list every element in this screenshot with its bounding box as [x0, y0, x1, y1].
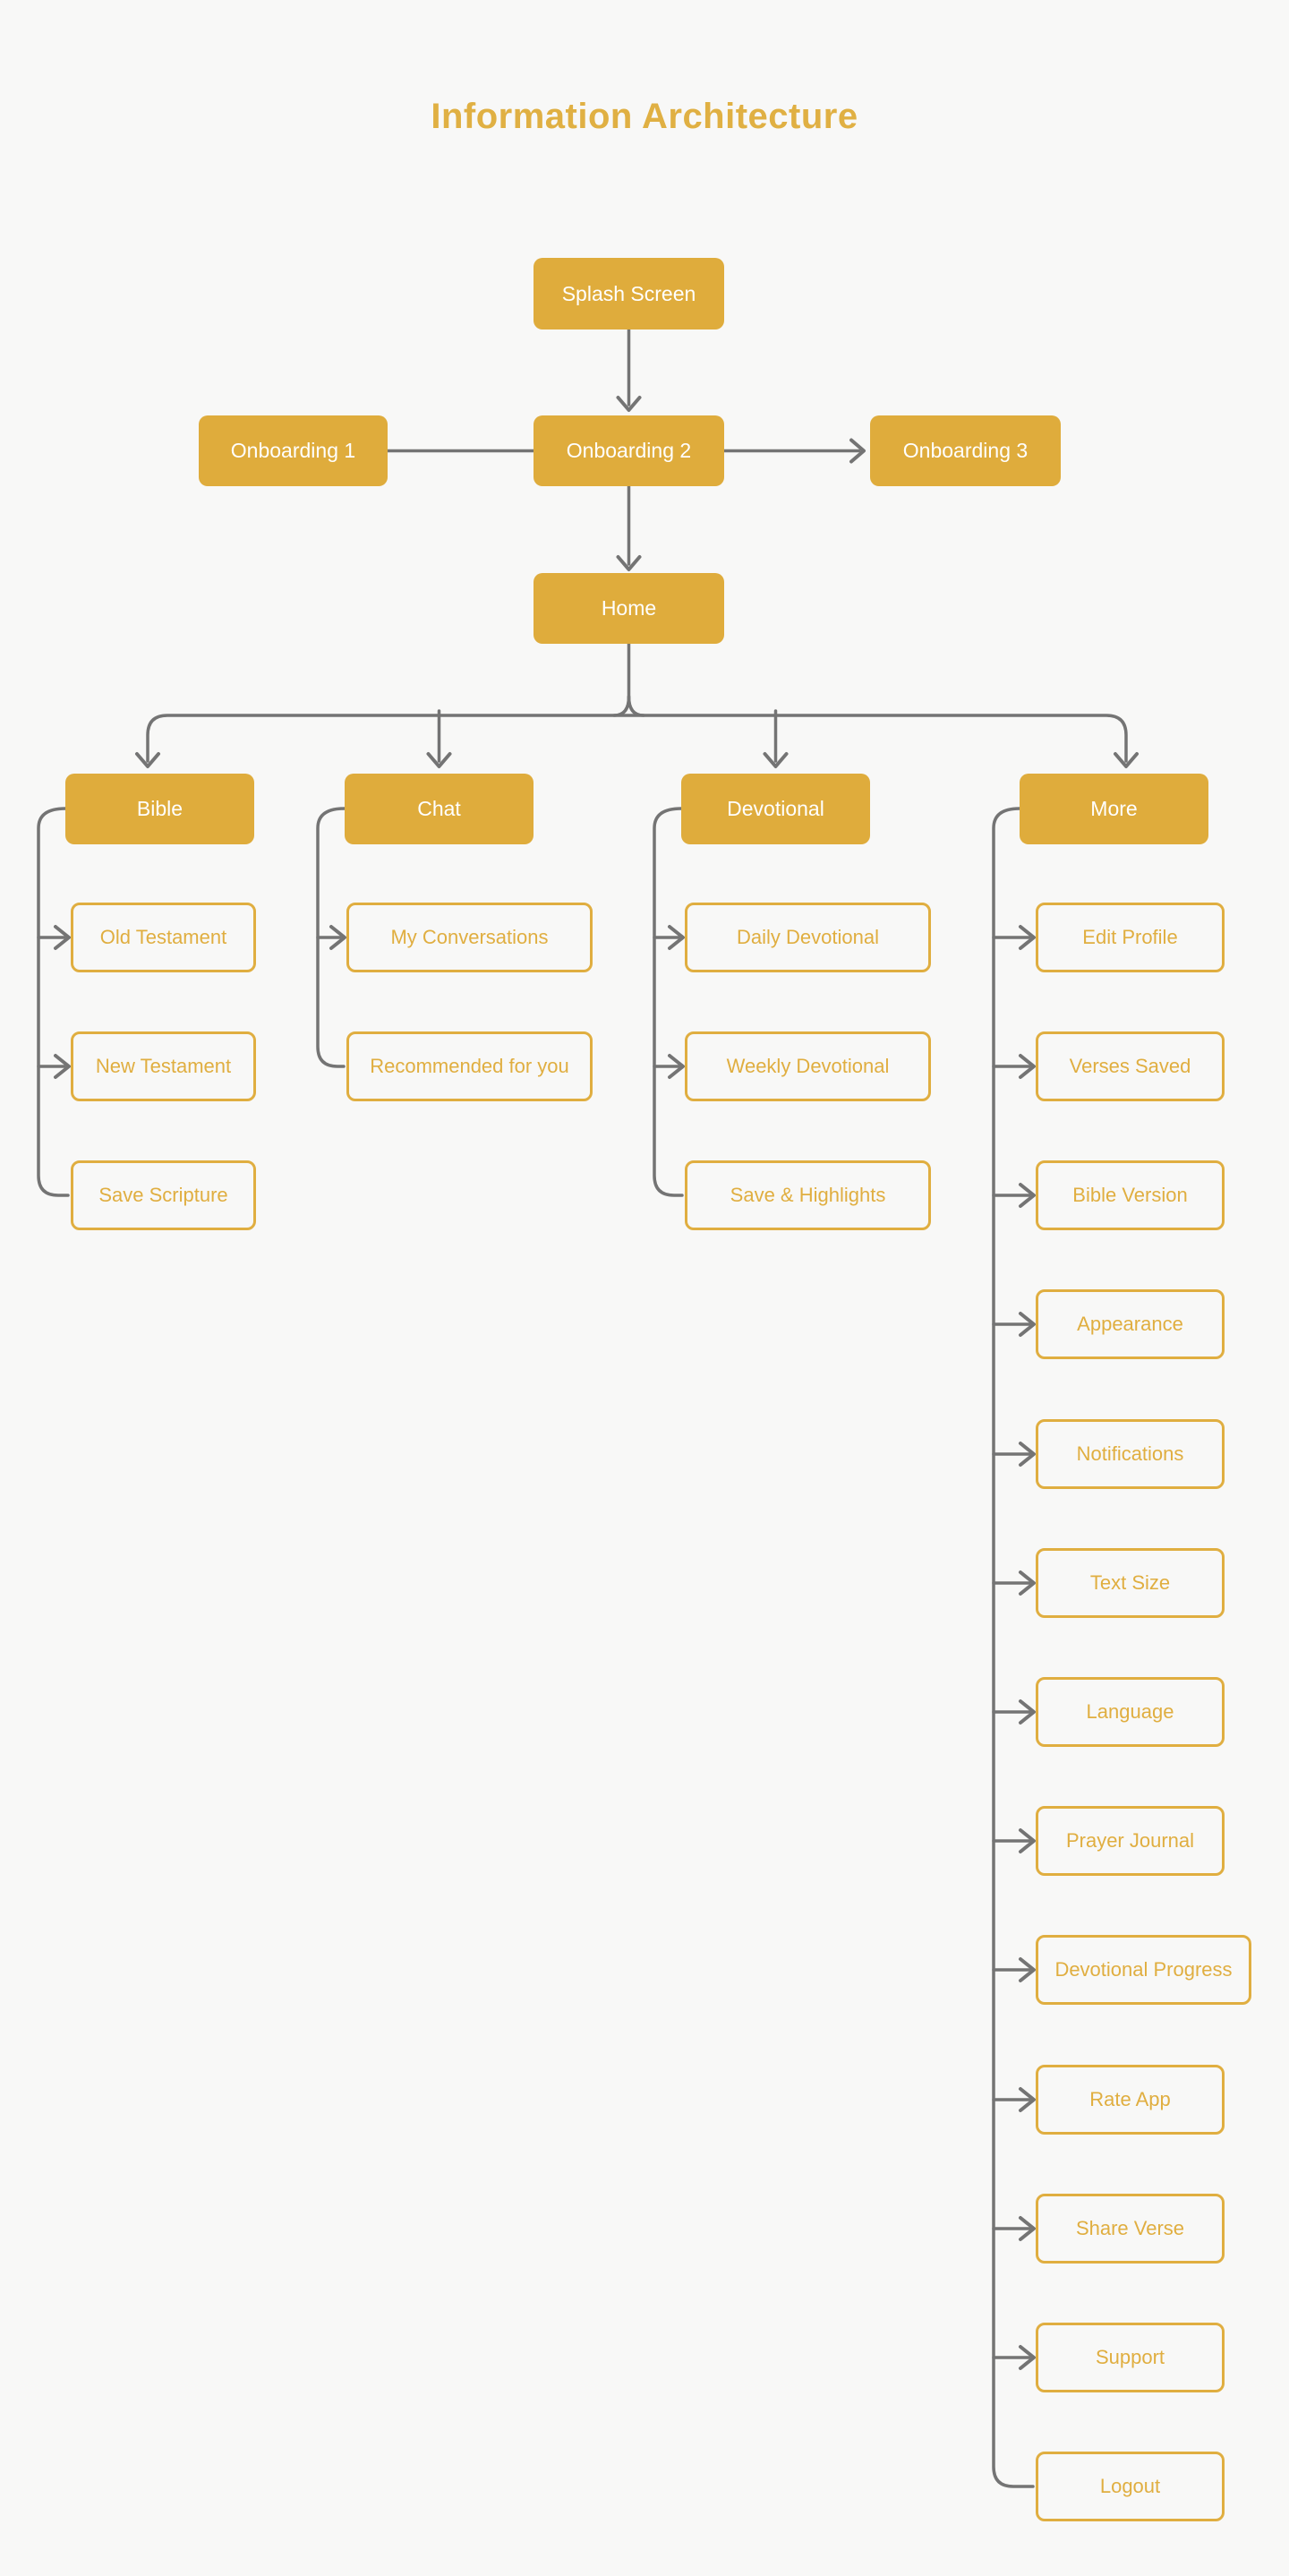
- node-home: Home: [534, 573, 724, 644]
- node-save-highlights: Save & Highlights: [685, 1160, 931, 1230]
- node-bible-version: Bible Version: [1036, 1160, 1225, 1230]
- node-edit-profile: Edit Profile: [1036, 903, 1225, 972]
- node-save-scripture: Save Scripture: [71, 1160, 256, 1230]
- node-chat: Chat: [345, 774, 534, 844]
- node-old-testament: Old Testament: [71, 903, 256, 972]
- arrowhead-down-icon: [426, 752, 452, 768]
- node-more: More: [1020, 774, 1208, 844]
- arrowhead-down-icon: [763, 752, 789, 768]
- node-onboarding-1: Onboarding 1: [199, 415, 388, 486]
- node-share-verse: Share Verse: [1036, 2194, 1225, 2264]
- arrowhead-down-icon: [1114, 752, 1139, 768]
- node-onboarding-3: Onboarding 3: [870, 415, 1061, 486]
- node-new-testament: New Testament: [71, 1031, 256, 1101]
- node-daily-devotional: Daily Devotional: [685, 903, 931, 972]
- arrowhead-right-icon: [1019, 1828, 1036, 1853]
- node-logout: Logout: [1036, 2452, 1225, 2521]
- node-support: Support: [1036, 2323, 1225, 2392]
- arrowhead-down-icon: [135, 752, 160, 768]
- arrowhead-down-icon: [616, 396, 642, 412]
- arrowhead-right-icon: [1019, 1442, 1036, 1467]
- node-bible: Bible: [65, 774, 254, 844]
- arrowhead-right-icon: [1019, 1570, 1036, 1596]
- page-title: Information Architecture: [431, 97, 858, 136]
- node-rate-app: Rate App: [1036, 2065, 1225, 2135]
- node-appearance: Appearance: [1036, 1289, 1225, 1359]
- node-onboarding-2: Onboarding 2: [534, 415, 724, 486]
- arrowhead-right-icon: [668, 1054, 685, 1079]
- arrowhead-right-icon: [1019, 2345, 1036, 2370]
- arrowhead-right-icon: [668, 925, 685, 950]
- arrowhead-right-icon: [1019, 1312, 1036, 1337]
- node-my-conversations: My Conversations: [346, 903, 593, 972]
- arrowhead-right-icon: [1019, 925, 1036, 950]
- node-notifications: Notifications: [1036, 1419, 1225, 1489]
- arrowhead-right-icon: [54, 1054, 71, 1079]
- arrowhead-right-icon: [1019, 1699, 1036, 1724]
- node-splash-screen: Splash Screen: [534, 258, 724, 329]
- node-devotional-progress: Devotional Progress: [1036, 1935, 1251, 2005]
- arrowhead-right-icon: [1019, 1183, 1036, 1208]
- arrowhead-right-icon: [329, 925, 346, 950]
- arrowhead-right-icon: [849, 438, 866, 464]
- arrowhead-down-icon: [616, 555, 642, 571]
- node-verses-saved: Verses Saved: [1036, 1031, 1225, 1101]
- arrowhead-right-icon: [1019, 1054, 1036, 1079]
- node-recommended-for-you: Recommended for you: [346, 1031, 593, 1101]
- node-language: Language: [1036, 1677, 1225, 1747]
- arrowhead-right-icon: [1019, 1957, 1036, 1982]
- node-prayer-journal: Prayer Journal: [1036, 1806, 1225, 1876]
- arrowhead-right-icon: [1019, 2087, 1036, 2112]
- arrowhead-right-icon: [54, 925, 71, 950]
- node-weekly-devotional: Weekly Devotional: [685, 1031, 931, 1101]
- node-devotional: Devotional: [681, 774, 870, 844]
- arrowhead-right-icon: [1019, 2216, 1036, 2241]
- node-text-size: Text Size: [1036, 1548, 1225, 1618]
